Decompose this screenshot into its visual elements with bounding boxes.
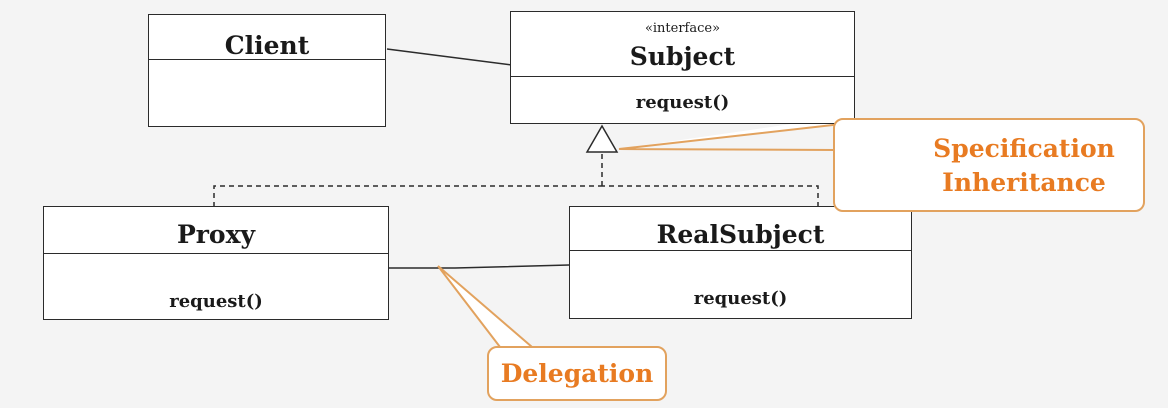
subject-stereotype: «interface» <box>644 21 721 36</box>
spec-inheritance-line2: Inheritance <box>942 168 1106 197</box>
subject-interface[interactable]: «interface» Subject request() <box>510 11 855 124</box>
realsubject-operation: request() <box>693 288 788 309</box>
subject-class-name: Subject <box>629 42 736 71</box>
proxy-class[interactable]: Proxy request() <box>43 206 389 320</box>
subject-class-divider <box>511 76 854 77</box>
client-class-name: Client <box>224 31 310 60</box>
subject-operation: request() <box>635 92 730 113</box>
delegation-label: Delegation <box>500 359 654 388</box>
proxy-operation: request() <box>169 291 263 312</box>
delegation-callout: Delegation <box>487 346 667 401</box>
realization-realsubject-line <box>602 185 819 207</box>
spec-inheritance-callout-pointer <box>619 118 835 149</box>
association-client-subject <box>386 48 513 66</box>
association-proxy-realsubject <box>389 264 570 269</box>
spec-inheritance-callout: Specification Inheritance <box>833 118 1145 212</box>
spec-inheritance-line1: Specification <box>933 134 1115 163</box>
client-class[interactable]: Client <box>148 14 386 127</box>
proxy-class-name: Proxy <box>176 220 256 249</box>
proxy-class-divider <box>44 253 388 254</box>
realsubject-class[interactable]: RealSubject request() <box>569 206 912 319</box>
client-class-divider <box>149 59 385 60</box>
realsubject-class-name: RealSubject <box>656 220 825 249</box>
realization-arrowhead-icon <box>585 124 619 153</box>
delegation-callout-pointer <box>437 265 535 348</box>
realization-proxy-line <box>213 185 602 207</box>
realsubject-class-divider <box>570 250 911 251</box>
